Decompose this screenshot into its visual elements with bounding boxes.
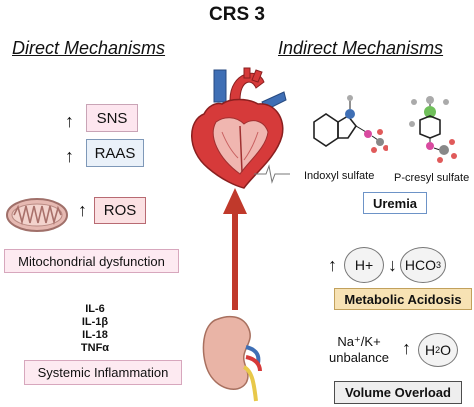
uremia-label: Uremia [363, 192, 427, 214]
kidney-to-heart-arrow [223, 188, 247, 310]
kidney-icon [202, 315, 262, 402]
water-subscript: 2 [435, 345, 441, 355]
cytokine-list: IL-6 IL-1β IL-18 TNFα [70, 303, 120, 355]
cytokine-item: IL-1β [81, 316, 109, 328]
raas-box: RAAS [86, 139, 144, 167]
cytokine-item: TNFα [80, 342, 110, 354]
indoxyl-sulfate-label: Indoxyl sulfate [304, 170, 375, 182]
sns-box: SNS [86, 104, 138, 132]
heart-icon [191, 67, 290, 189]
ros-box: ROS [94, 197, 146, 224]
indirect-mechanisms-heading: Indirect Mechanisms [278, 38, 444, 58]
bicarbonate-text: HCO [404, 257, 437, 273]
mitochondrial-dysfunction-label: Mitochondrial dysfunction [4, 249, 179, 273]
systemic-inflammation-label: Systemic Inflammation [24, 360, 182, 385]
sodium-potassium-unbalance-text: Na⁺/K+ unbalance [326, 334, 392, 366]
h-plus-circle: H+ [344, 247, 384, 283]
cytokine-item: IL-6 [85, 303, 105, 315]
increase-arrow-water: ↑ [402, 338, 411, 358]
bicarbonate-subscript: 3 [436, 260, 442, 270]
p-cresyl-sulfate-molecule-icon [409, 96, 457, 163]
increase-arrow-h-plus: ↑ [328, 255, 337, 275]
water-text-end: O [440, 342, 452, 358]
cytokine-item: IL-18 [82, 329, 108, 341]
diagram-title: CRS 3 [209, 4, 265, 25]
volume-overload-label: Volume Overload [334, 381, 462, 404]
mitochondrion-icon [6, 198, 68, 232]
indoxyl-sulfate-molecule-icon [313, 95, 388, 153]
increase-arrow-sns: ↑ [65, 111, 74, 131]
decrease-arrow-hco3: ↓ [388, 255, 397, 275]
increase-arrow-ros: ↑ [78, 200, 87, 220]
increase-arrow-raas: ↑ [65, 146, 74, 166]
direct-mechanisms-heading: Direct Mechanisms [12, 38, 166, 58]
water-text: H [424, 342, 436, 358]
unbalance-line: unbalance [329, 350, 389, 365]
sodium-potassium-line: Na⁺/K+ [337, 334, 381, 349]
metabolic-acidosis-label: Metabolic Acidosis [334, 288, 472, 310]
p-cresyl-sulfate-label: P-cresyl sulfate [394, 172, 470, 184]
